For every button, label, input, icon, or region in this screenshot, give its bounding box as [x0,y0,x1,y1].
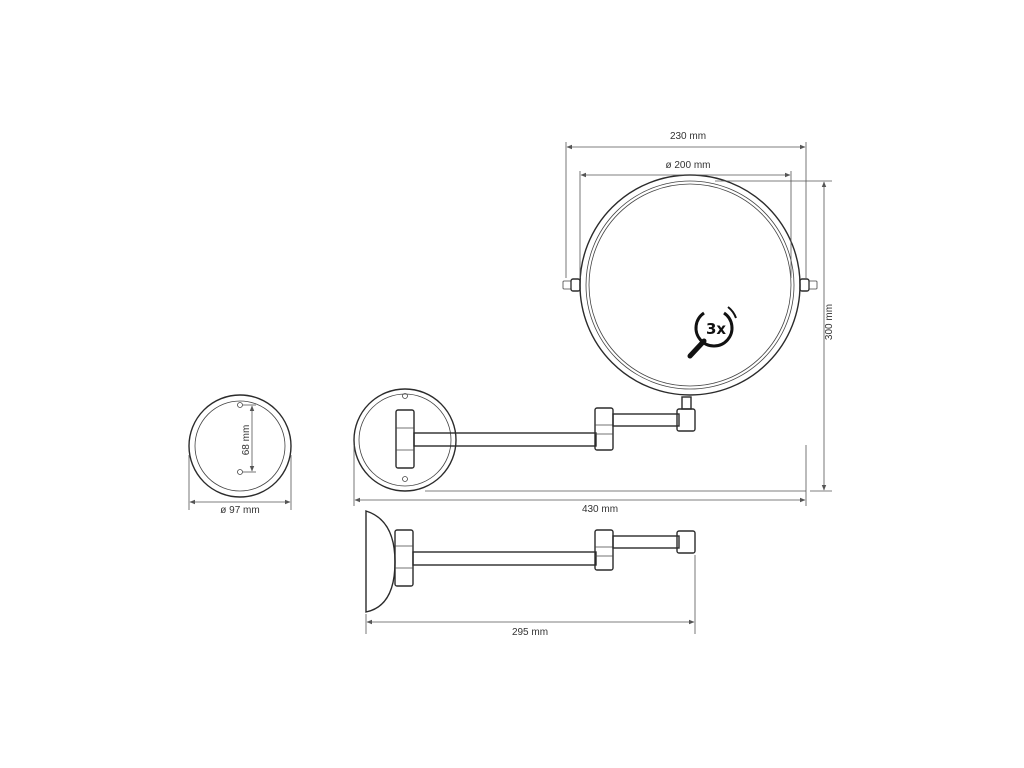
hole-spacing-label: 68 mm [241,425,252,456]
total-length-label: 430 mm [582,504,618,515]
magnification-label: 3x [706,320,726,338]
dimensions-top: 230 mm ø 200 mm [565,131,807,278]
wall-plate-front-view: 68 mm ø 97 mm [188,394,292,516]
dimension-total-length: 430 mm [353,445,807,515]
mirror-front-view [353,174,818,492]
mirror-side-view [365,510,696,613]
dimension-height: 300 mm [715,180,835,492]
wall-plate-diameter-label: ø 97 mm [220,505,259,516]
magnifier-icon: 3x [687,306,737,359]
mirror-width-label: 230 mm [670,131,706,142]
mirror-diameter-label: ø 200 mm [665,160,710,171]
height-label: 300 mm [824,304,835,340]
side-length-label: 295 mm [512,627,548,638]
dimension-side-length: 295 mm [365,555,696,638]
